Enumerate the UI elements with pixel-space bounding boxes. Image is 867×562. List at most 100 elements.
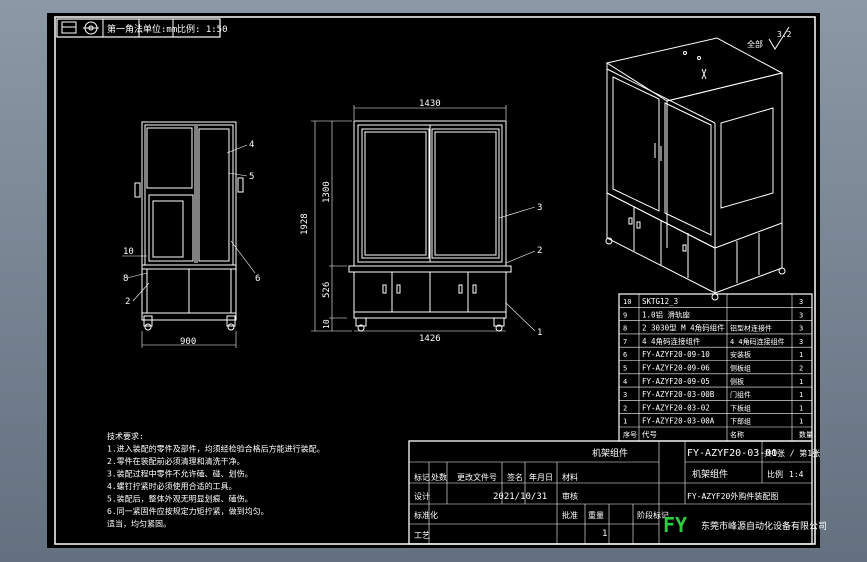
bom-cell-code: 1.0铝 滑轨座	[642, 309, 691, 319]
bom-cell-qty: 2	[799, 365, 803, 373]
bom-cell-qty: 3	[799, 325, 803, 333]
balloon-front-1: 1	[537, 328, 542, 338]
bom-cell-name: 侧板	[730, 377, 744, 386]
bom-header-no: 序号	[623, 430, 637, 439]
bom-cell-qty: 1	[799, 418, 803, 426]
bom-cell-no: 4	[623, 378, 627, 386]
sheet-count: 共1张 / 第1张	[764, 448, 820, 458]
balloon-side-2: 2	[125, 297, 130, 307]
drawing-sheet[interactable]: 第一角法 单位:mm 比例: 1:50 900 4 5 6	[47, 13, 827, 548]
bom-header-code: 代号	[642, 429, 657, 439]
bom-cell-code: FY-AZYF20-09-10	[642, 350, 710, 359]
bom-cell-qty: 3	[799, 298, 803, 306]
col-ymd: 年月日	[529, 472, 553, 482]
bom-cell-name: 铝型材连接件	[730, 324, 772, 333]
tech-req-line: 4.螺钉拧紧时必须使用合适的工具。	[107, 481, 237, 491]
bom-cell-code: SKTG12_3	[642, 297, 678, 306]
company-name: 东莞市峰源自动化设备有限公司	[701, 520, 827, 532]
balloon-front-2: 2	[537, 246, 542, 256]
bom-cell-qty: 1	[799, 404, 803, 412]
bom-cell-no: 6	[623, 351, 627, 359]
bom-cell-no: 10	[623, 298, 631, 306]
bom-cell-name: 安装板	[730, 350, 751, 359]
projection-box: 第一角法 单位:mm 比例: 1:50	[56, 18, 228, 38]
bom-cell-no: 3	[623, 391, 627, 399]
balloon-side-4: 4	[249, 140, 254, 150]
bom-cell-code: FY-AZYF20-09-06	[642, 364, 710, 373]
bom-cell-no: 2	[623, 404, 627, 412]
col-sign: 签名	[507, 472, 523, 482]
tech-req-line: 5.装配后，整体外观无明显划痕、磕伤。	[107, 494, 253, 504]
tech-req-line: 适当，均匀紧固。	[107, 519, 171, 529]
bom-cell-name: 门组件	[730, 390, 751, 399]
balloon-side-8: 8	[123, 274, 128, 284]
bom-cell-no: 1	[623, 418, 627, 426]
col-change: 更改文件号	[457, 472, 497, 482]
technical-requirements: 技术要求: 1.进入装配的零件及部件，均须经检验合格后方能进行装配。 2.零件在装配…	[107, 431, 325, 529]
bom-cell-no: 7	[623, 338, 627, 346]
weight-value: 1	[602, 529, 607, 539]
col-material: 材料	[562, 472, 578, 482]
project-name: FY-AZYF20外购件装配图	[687, 491, 778, 501]
label-standard: 标准化	[414, 510, 438, 520]
bom-cell-code: FY-AZYF20-03-00A	[642, 417, 715, 426]
bom-cell-code: FY-AZYF20-03-02	[642, 403, 710, 412]
label-stage: 阶段标记	[637, 510, 669, 520]
label-weight: 重量	[588, 510, 604, 520]
tech-req-line: 1.进入装配的零件及部件，均须经检验合格后方能进行装配。	[107, 444, 325, 454]
bom-cell-qty: 3	[799, 338, 803, 346]
col-mark: 标记	[414, 472, 430, 482]
title-scale-label: 比例	[767, 469, 783, 479]
label-designed: 设计	[414, 491, 430, 501]
bom-header-name: 名称	[730, 430, 744, 439]
drawing-number: FY-AZYF20-03-00	[687, 448, 777, 459]
projection-label: 第一角法	[107, 23, 143, 35]
title-scale-value: 1:4	[789, 470, 804, 479]
bom-cell-code: FY-AZYF20-03-00B	[642, 390, 715, 399]
balloon-front-3: 3	[537, 203, 542, 213]
dim-front-bottom: 1426	[419, 334, 441, 344]
dim-front-cabinet: 526	[322, 282, 332, 298]
balloon-side-10: 10	[123, 247, 134, 257]
iso-note: 全部	[747, 39, 763, 49]
dim-front-base: 10	[322, 319, 331, 329]
tech-req-line: 3.装配过程中零件不允许磕、碰、划伤。	[107, 469, 253, 479]
balloon-side-5: 5	[249, 172, 254, 182]
bom-cell-name: 下部组	[730, 417, 751, 426]
unit-label: 单位:mm	[143, 23, 177, 35]
side-view: 900 4 5 6 10 8 2	[122, 121, 260, 348]
scale-label: 比例: 1:50	[177, 23, 228, 35]
isometric-view: 全部 3.2	[605, 26, 792, 301]
dim-side-width: 900	[180, 337, 196, 347]
label-process: 工艺	[414, 531, 430, 540]
bom-cell-qty: 1	[799, 391, 803, 399]
bom-cell-no: 8	[623, 325, 627, 333]
bom-cell-qty: 1	[799, 351, 803, 359]
bom-cell-qty: 1	[799, 378, 803, 386]
bom-table: 10 SKTG12_3 3 9 1.0铝 滑轨座 3 8 2 3030型 M 4角码组件铝型材…	[618, 293, 813, 442]
bom-cell-qty: 3	[799, 311, 803, 319]
design-date: 2021/10/31	[493, 492, 547, 502]
col-count: 处数	[431, 472, 447, 482]
bom-cell-name: 侧板组	[730, 364, 751, 373]
title-part-name-top: 机架组件	[592, 447, 628, 459]
label-checked: 审核	[562, 491, 578, 501]
tech-req-line: 6.同一紧固件应按规定力矩拧紧，做到均匀。	[107, 506, 269, 516]
tech-req-line: 技术要求:	[107, 431, 144, 441]
cad-drawing[interactable]: 第一角法 单位:mm 比例: 1:50 900 4 5 6	[47, 13, 827, 548]
bom-header-qty: 数量	[799, 430, 813, 439]
bom-cell-code: FY-AZYF20-09-05	[642, 377, 710, 386]
bom-cell-code: 2 3030型 M 4角码组件	[642, 323, 725, 333]
label-approved: 批准	[562, 510, 578, 520]
bom-cell-code: 4 4角码连接组件	[642, 336, 701, 346]
company-logo: FY	[663, 513, 687, 537]
dim-front-total: 1928	[300, 213, 310, 235]
balloon-side-6: 6	[255, 274, 260, 284]
bom-cell-name: 下板组	[730, 403, 751, 412]
front-view: 1430 1426 1928 1300 526 10 3 2 1	[300, 99, 542, 344]
dim-front-upper: 1300	[322, 181, 332, 203]
tech-req-line: 2.零件在装配前必须清理和清洗干净。	[107, 456, 245, 466]
title-part-name: 机架组件	[692, 468, 728, 480]
bom-cell-no: 9	[623, 311, 627, 319]
title-block: 机架组件 FY-AZYF20-03-00 共1张 / 第1张 标记 处数 更改文…	[408, 440, 827, 545]
